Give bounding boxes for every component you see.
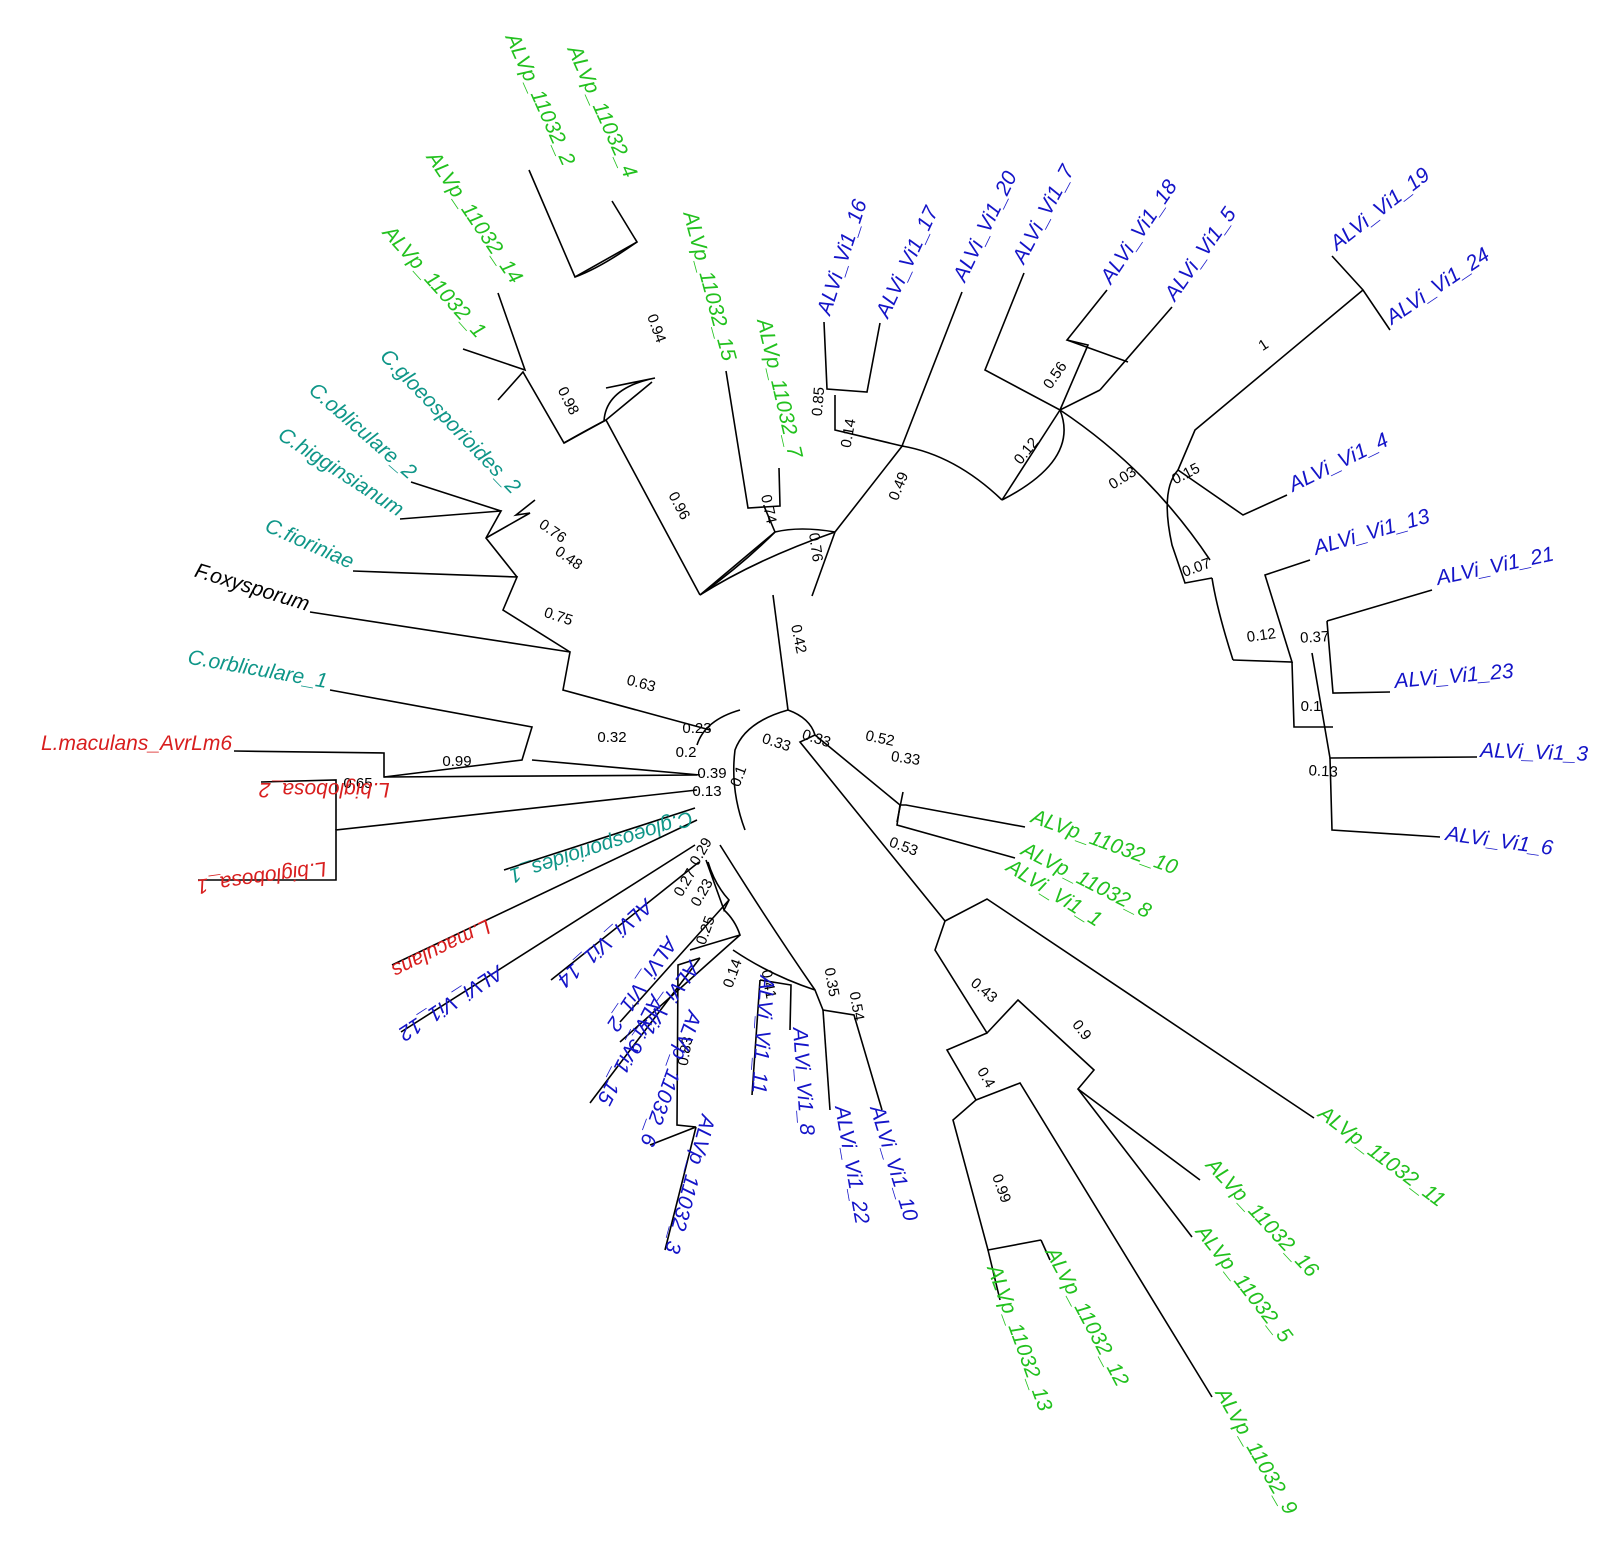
tip-label: ALVi_Vi1_20 [948,167,1022,287]
support-value: 0.76 [805,532,826,563]
tip-label: ALVp_11032_12 [1040,1242,1134,1391]
support-value: 0.14 [838,417,860,449]
support-value: 0.75 [542,604,575,629]
tip-label: ALVi_Vi1_17 [871,202,944,323]
support-value: 1 [1255,336,1271,355]
support-value: 0.2 [676,744,697,761]
tip-label: ALVi_Vi1_3 [1478,739,1589,766]
tip-label: C.fioriniae [262,514,358,573]
tip-label: ALVp_11032_1 [377,220,491,342]
tip-label: ALVp_11032_3 [660,1111,720,1256]
support-value: 0.33 [760,730,793,755]
support-value: 0.52 [864,727,896,750]
tip-label: ALVp_11032_9 [1210,1382,1302,1519]
support-value: 0.33 [890,748,921,769]
tip-label: ALVi_Vi1_16 [812,196,872,319]
support-value: 0.76 [536,516,570,547]
tip-label: ALVp_11032_15 [678,207,741,364]
tip-label: F.oxysporum [192,559,312,616]
tip-label: ALVi_Vi1_11 [747,973,778,1094]
support-value: 0.9 [1068,1017,1094,1044]
support-value: 0.29 [686,835,715,869]
support-value: 0.1 [727,764,750,789]
tip-label: ALVi_Vi1_13 [1309,505,1432,561]
tip-label: ALVi_Vi1_21 [1432,543,1556,591]
support-value: 0.12 [1011,434,1043,467]
tip-label: ALVi_Vi1_22 [830,1102,874,1226]
support-value: 0.39 [697,765,726,782]
support-value: 0.37 [1300,628,1330,647]
support-value: 0.32 [597,729,626,746]
tip-label: ALVi_Vi1_4 [1283,429,1392,498]
support-value: 0.1 [1301,698,1322,715]
tip-label: ALVi_Vi1_18 [1095,176,1182,290]
tip-label: ALVp_11032_7 [752,315,807,462]
support-value: 0.99 [442,753,471,770]
support-value: 0.35 [821,966,843,998]
support-value: 0.85 [809,386,828,417]
support-value: 0.83 [675,1035,697,1067]
support-value: 0.13 [1308,762,1338,781]
support-value: 0.49 [885,470,912,503]
support-value: 0.98 [554,384,582,418]
support-value: 0.99 [988,1172,1014,1205]
support-value: 0.56 [1040,359,1071,393]
support-value: 0.4 [973,1064,998,1091]
tip-label: ALVi_Vi1_5 [1159,203,1241,306]
support-value: 0.48 [552,543,586,574]
support-value: 0.07 [1180,555,1213,581]
tip-label: ALVi_Vi1_8 [788,1025,819,1136]
tip-label: C.orbliculare_1 [186,646,329,693]
support-value: 0.42 [787,623,810,655]
tip-label: L.maculans_AvrLm6 [41,732,232,755]
support-value: 0.13 [692,783,721,800]
support-value: 0.54 [846,990,868,1022]
support-value: 0.03 [1106,463,1140,493]
support-value: 0.74 [757,493,780,525]
tip-label: ALVi_Vi1_6 [1442,822,1554,860]
support-value: 0.23 [682,720,711,737]
support-value: 0.94 [643,312,669,345]
support-value: 0.65 [343,775,372,792]
tip-label: ALVi_Vi1_23 [1391,660,1514,694]
tip-label: L.biglobosa_2 [259,778,390,801]
support-value: 0.12 [1246,625,1277,646]
support-value: 0.96 [665,489,694,523]
tip-label: ALVp_11032_11 [1312,1100,1449,1211]
support-value: 0.63 [625,672,658,696]
support-value: 0.14 [720,957,746,990]
support-value: 0.41 [758,968,780,1000]
tip-label: L.biglobosa_1 [195,857,328,898]
tip-labels: ALVp_11032_2ALVp_11032_4ALVp_11032_14ALV… [41,28,1589,1519]
tree-branches [198,169,1478,1398]
tip-label: ALVi_Vi1_19 [1324,163,1434,256]
tip-label: ALVi_Vi1_10 [865,1101,923,1224]
support-value: 0.43 [967,975,1000,1007]
tip-label: ALVi_Vi1_24 [1380,243,1494,330]
tip-label: C.gloeosporioides_1 [506,806,695,887]
tip-label: ALVp_11032_13 [982,1260,1057,1415]
